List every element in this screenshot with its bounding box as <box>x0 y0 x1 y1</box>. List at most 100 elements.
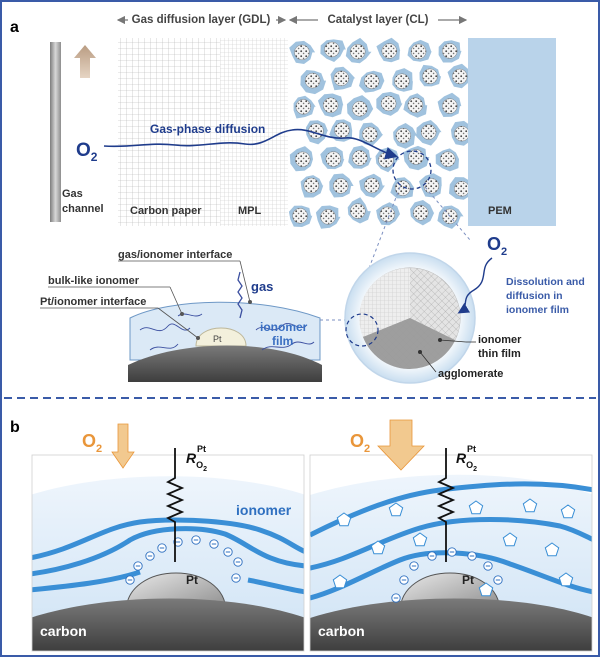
water-cluster-icon <box>336 512 352 527</box>
ionomer-band-middle-right <box>310 517 592 571</box>
agglomerate-particle <box>403 93 428 118</box>
ionomer-thin-film-label-line2: thin film <box>478 348 521 360</box>
agglomerate-particle <box>403 145 430 171</box>
o2-label-left: O2 <box>82 431 102 455</box>
agglomerate-particle <box>306 120 328 145</box>
agglomerate-particle <box>392 68 413 92</box>
flow-up-arrow-icon <box>74 45 96 78</box>
water-cluster-icon <box>388 502 404 517</box>
sulfonate-minus-icon <box>391 593 401 603</box>
gas-label: gas <box>251 279 273 294</box>
water-cluster-icon <box>560 504 576 519</box>
resistor-left-icon <box>165 448 185 562</box>
agglomerate-particle <box>320 146 345 170</box>
gdl-label: Gas diffusion layer (GDL) <box>132 14 271 26</box>
gas-phase-diffusion-label: Gas-phase diffusion <box>150 122 265 136</box>
gas-channel-label-line1: Gas <box>62 188 83 200</box>
agglomerate-particle <box>345 37 372 64</box>
agglomerate-particle <box>348 145 372 169</box>
agglomerate-sphere-inset <box>344 252 476 384</box>
sulfonate-minus-icon <box>209 539 219 549</box>
carbon-support-surface <box>128 345 322 382</box>
sulfonate-minus-icon <box>231 573 241 583</box>
ionomer-band-bottom-left <box>32 569 304 595</box>
sulfonate-minus-icon <box>145 551 155 561</box>
gdl-label-bg <box>128 10 276 26</box>
water-cluster-icon <box>332 574 348 589</box>
carbon-support-left <box>32 598 304 651</box>
agglomerate-particle <box>419 173 442 198</box>
sulfonate-minus-icon <box>427 551 437 561</box>
panel-b-letter: b <box>10 419 20 436</box>
agglomerate-label: agglomerate <box>438 368 503 380</box>
sulfonate-minus-icon <box>125 575 135 585</box>
ionomer-chains <box>139 313 315 351</box>
resistance-sup-left: Pt <box>197 444 206 454</box>
sulfonate-minus-icon <box>483 561 493 571</box>
water-cluster-icon <box>468 500 484 515</box>
agglomerate-particle <box>410 200 435 226</box>
water-cluster-icon <box>558 572 574 587</box>
o2-label-right: O2 <box>350 431 370 455</box>
pt-ionomer-interface-label: Pt/ionomer interface <box>40 296 146 308</box>
resistor-right-icon <box>436 448 456 562</box>
sulfonate-minus-icon <box>223 547 233 557</box>
sulfonate-minus-icon <box>173 537 183 547</box>
water-cluster-icon <box>370 540 386 555</box>
agglomerate-particle <box>347 197 371 224</box>
panel-b-right <box>309 454 593 652</box>
o2-main-label: O2 <box>76 140 98 164</box>
agglomerate-particle <box>320 39 346 62</box>
agglomerate-particle <box>376 202 401 226</box>
ionomer-thin-film-label-line1: ionomer <box>478 334 522 346</box>
agglomerate-particle <box>289 146 313 172</box>
sulfonate-minus-icon <box>191 535 201 545</box>
carbon-label-left: carbon <box>40 623 87 639</box>
agglomerate-particle <box>359 122 384 147</box>
dissolution-label-line3: ionomer film <box>506 304 569 316</box>
agglomerate-particle <box>359 173 385 198</box>
agglomerate-particle <box>346 95 374 121</box>
agglomerate-particle <box>447 63 474 89</box>
sphere-highlight-circle <box>345 313 379 347</box>
ionomer-film-label-line1: ionomer <box>260 320 308 334</box>
sulfonate-minus-icon <box>233 557 243 567</box>
mpl-label: MPL <box>238 205 262 217</box>
agglomerate-particle <box>315 205 341 229</box>
gas-ionomer-interface-label: gas/ionomer interface <box>118 249 232 261</box>
agglomerate-particle <box>390 177 415 199</box>
cl-label: Catalyst layer (CL) <box>328 14 429 26</box>
water-cluster-icon <box>502 532 518 547</box>
pem-label: PEM <box>488 205 512 217</box>
leader-agglomerate <box>419 351 437 373</box>
water-cluster-icon <box>412 532 428 547</box>
agglomerate-particle <box>359 70 385 93</box>
agglomerate-particle <box>437 205 464 229</box>
agglomerate-particle <box>437 92 462 117</box>
ionomer-band-middle-left <box>32 526 304 577</box>
sulfonate-groups-right <box>391 547 503 603</box>
water-clusters-right <box>332 498 576 597</box>
pem-layer <box>468 38 556 226</box>
ionomer-band-top-left <box>32 517 304 561</box>
o2-inset-label: O2 <box>487 234 507 258</box>
panel-b-left <box>31 454 305 652</box>
sulfonate-minus-icon <box>133 561 143 571</box>
agglomerate-particle <box>329 173 354 198</box>
sulfonate-groups-left <box>125 535 243 585</box>
agglomerate-particle <box>293 95 316 119</box>
resistance-sup-right: Pt <box>467 444 476 454</box>
water-cluster-icon <box>544 542 560 557</box>
agglomerate-particle <box>289 40 316 64</box>
highlighted-agglomerate-circle <box>392 150 432 190</box>
dissolution-label-line1: Dissolution and <box>506 276 585 288</box>
sulfonate-minus-icon <box>157 543 167 553</box>
gas-inlet-chain <box>237 271 243 319</box>
agglomerate-particle <box>376 91 403 116</box>
agglomerate-particle <box>329 119 353 142</box>
agglomerate-particle <box>419 64 442 87</box>
mpl-layer <box>220 38 288 226</box>
ionomer-band-top-right <box>310 481 592 538</box>
bulk-like-ionomer-label: bulk-like ionomer <box>48 275 140 287</box>
